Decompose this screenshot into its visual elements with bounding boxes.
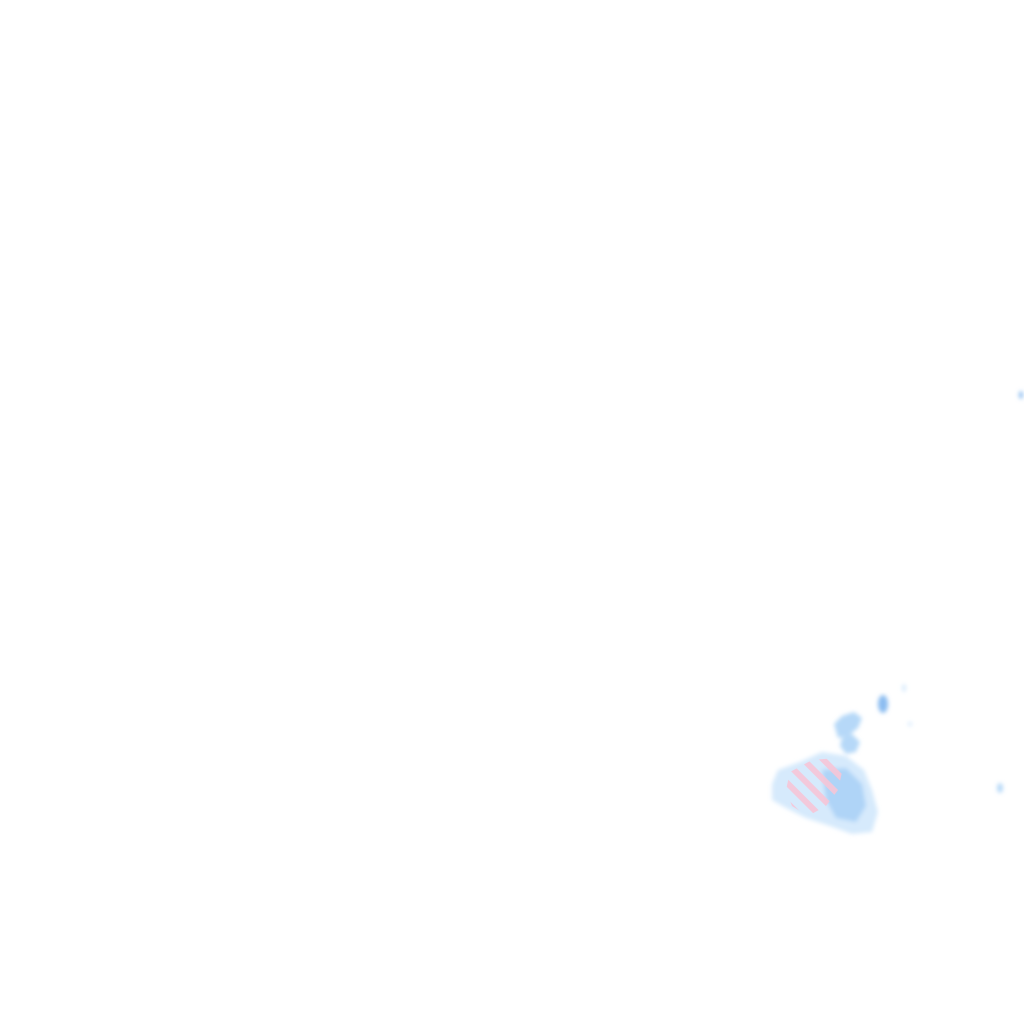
precip-cell-moderate bbox=[997, 783, 1003, 793]
precip-cell-heavy bbox=[1019, 391, 1023, 399]
precip-cell-moderate bbox=[834, 712, 862, 738]
precip-cell-light bbox=[902, 684, 906, 692]
precip-small-cells[interactable] bbox=[834, 391, 1023, 793]
precip-cell-heavy bbox=[878, 695, 888, 713]
precip-cell-moderate bbox=[840, 734, 860, 754]
precip-cell-light bbox=[908, 722, 912, 726]
